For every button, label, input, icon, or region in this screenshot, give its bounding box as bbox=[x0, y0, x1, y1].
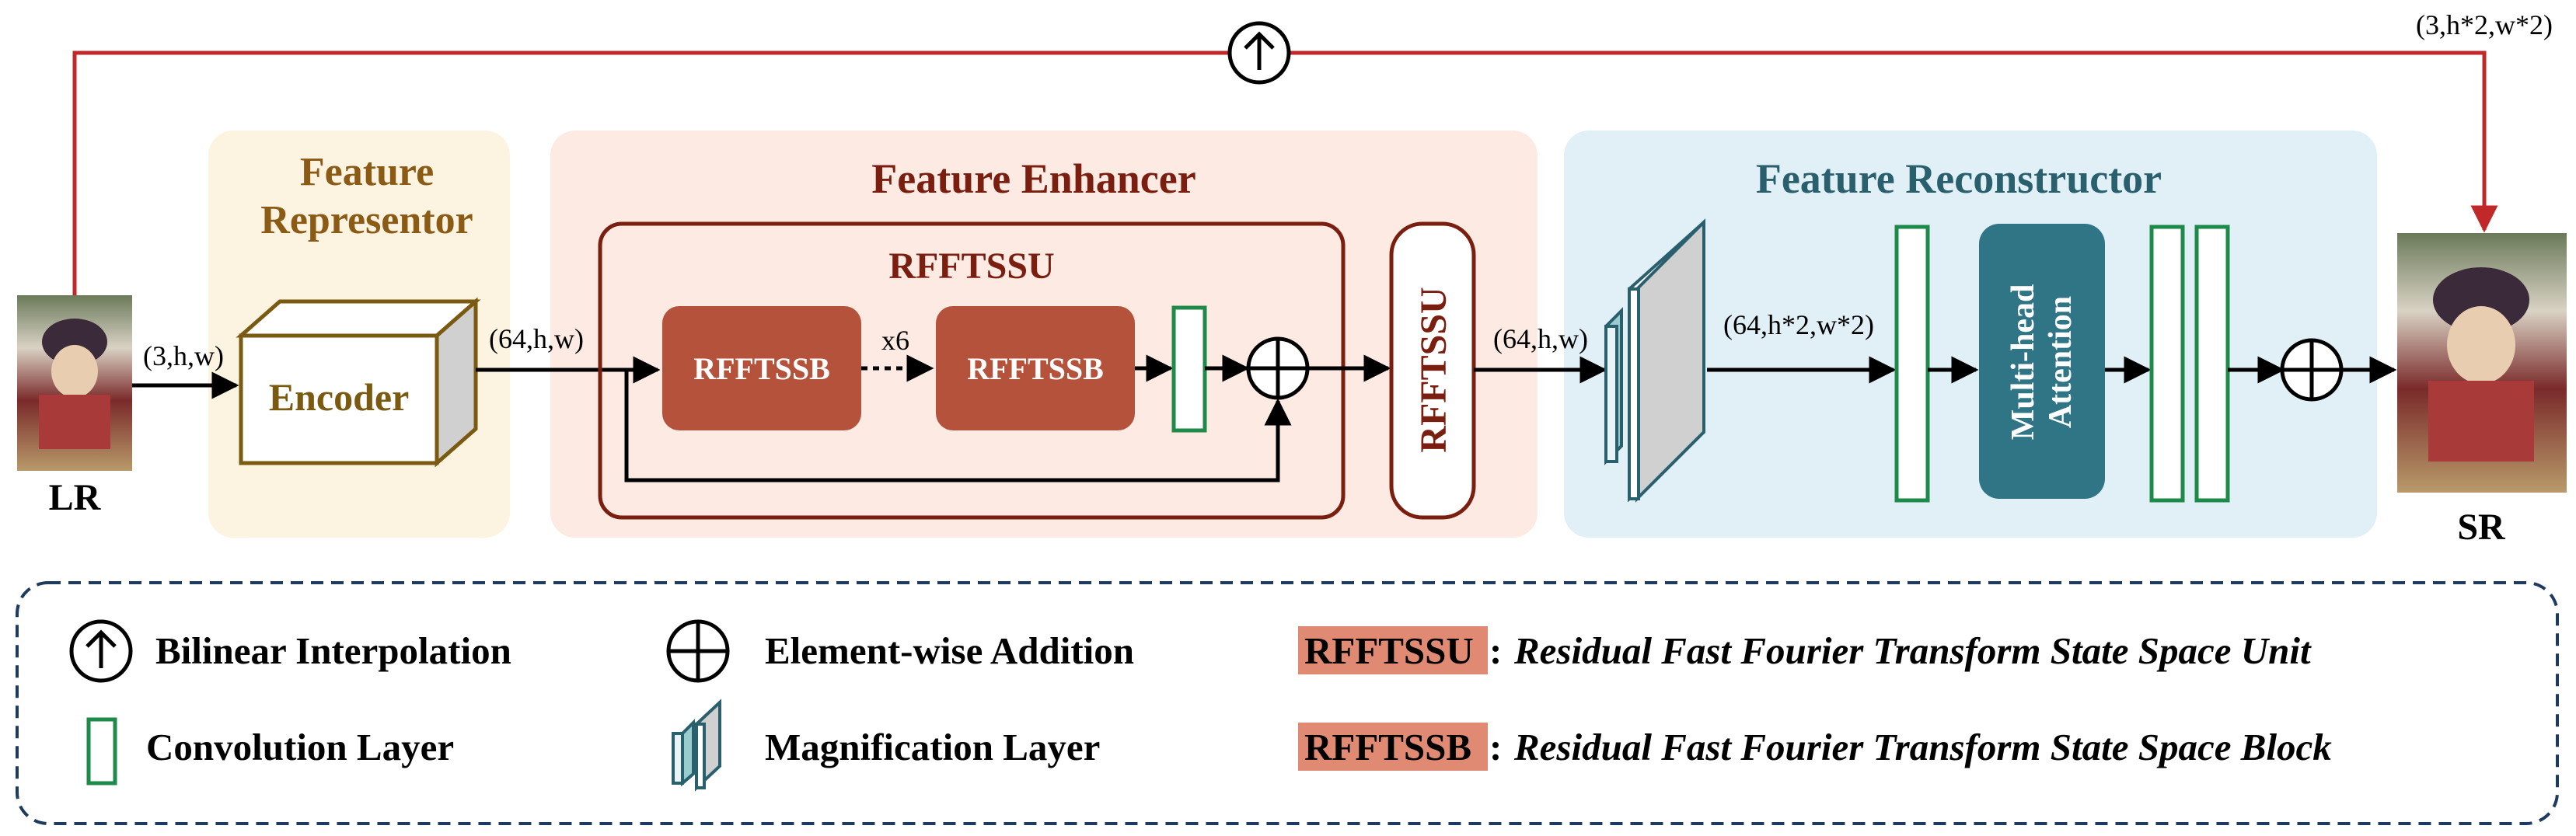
legend-rfftssb-key: RFFTSSB bbox=[1304, 726, 1471, 768]
encoder-box bbox=[236, 297, 481, 468]
rfftssu-unit-box bbox=[598, 221, 1346, 520]
bilinear-interpolation-icon bbox=[1227, 21, 1291, 85]
dim-after-enhancer: (64,h,w) bbox=[1493, 323, 1588, 354]
lr-image bbox=[17, 295, 132, 471]
conv-layer-reconstructor-3 bbox=[2194, 225, 2230, 503]
dim-after-magnification: (64,h*2,w*2) bbox=[1723, 309, 1874, 340]
legend-rfftssu-colon: : bbox=[1489, 629, 1502, 672]
addition-icon-enhancer bbox=[1246, 336, 1310, 400]
legend-box bbox=[16, 581, 2559, 825]
legend-rfftssu-desc: Residual Fast Fourier Transform State Sp… bbox=[1513, 629, 2312, 672]
lr-label: LR bbox=[49, 477, 102, 518]
attention-label-2: Attention bbox=[2043, 296, 2079, 428]
dim-input: (3,h,w) bbox=[143, 340, 224, 371]
addition-icon-final bbox=[2280, 338, 2344, 402]
rfftssu-side-label: RFFTSSU bbox=[1413, 287, 1454, 452]
rfftssb-block-2 bbox=[936, 306, 1135, 430]
conv-layer-reconstructor-2 bbox=[2149, 225, 2185, 503]
legend-rfftssb-key-bg bbox=[1298, 723, 1488, 771]
legend-addition-label: Element-wise Addition bbox=[765, 629, 1134, 672]
conv-layer-enhancer bbox=[1171, 305, 1207, 433]
legend-conv-label: Convolution Layer bbox=[146, 726, 454, 768]
legend-rfftssb-colon: : bbox=[1489, 726, 1502, 768]
repeat-label: x6 bbox=[881, 325, 909, 356]
multi-head-attention-block bbox=[1979, 224, 2105, 499]
reconstructor-title: Feature Reconstructor bbox=[1756, 155, 2162, 202]
rfftssb-block-1-label: RFFTSSB bbox=[693, 351, 830, 386]
legend-rfftssu-key-bg bbox=[1298, 626, 1488, 674]
representor-title-1: Feature bbox=[300, 150, 434, 194]
conv-layer-reconstructor-1 bbox=[1894, 225, 1930, 503]
legend-addition-icon bbox=[666, 619, 730, 683]
legend-rfftssb-desc: Residual Fast Fourier Transform State Sp… bbox=[1513, 726, 2332, 768]
rfftssb-block-1 bbox=[662, 306, 861, 430]
rfftssu-unit-title: RFFTSSU bbox=[888, 246, 1054, 287]
legend-rfftssu-key: RFFTSSU bbox=[1304, 629, 1474, 672]
enhancer-title: Feature Enhancer bbox=[871, 155, 1196, 202]
legend-conv-icon bbox=[86, 717, 117, 785]
rfftssb-block-2-label: RFFTSSB bbox=[967, 351, 1104, 386]
dim-skip-output: (3,h*2,w*2) bbox=[2416, 9, 2553, 40]
legend-bilinear-label: Bilinear Interpolation bbox=[155, 629, 511, 672]
legend-magnification-label: Magnification Layer bbox=[765, 726, 1100, 768]
encoder-label: Encoder bbox=[269, 375, 410, 419]
legend-bilinear-icon bbox=[69, 619, 133, 683]
attention-label-1: Multi-head bbox=[2005, 284, 2041, 441]
legend-magnification-icon bbox=[672, 698, 721, 792]
magnification-layer bbox=[1604, 218, 1705, 503]
residual-skip-line bbox=[624, 370, 1292, 482]
dim-after-encoder: (64,h,w) bbox=[489, 323, 584, 354]
representor-title-2: Representor bbox=[260, 198, 473, 242]
sr-image bbox=[2397, 233, 2567, 493]
sr-label: SR bbox=[2457, 507, 2506, 548]
